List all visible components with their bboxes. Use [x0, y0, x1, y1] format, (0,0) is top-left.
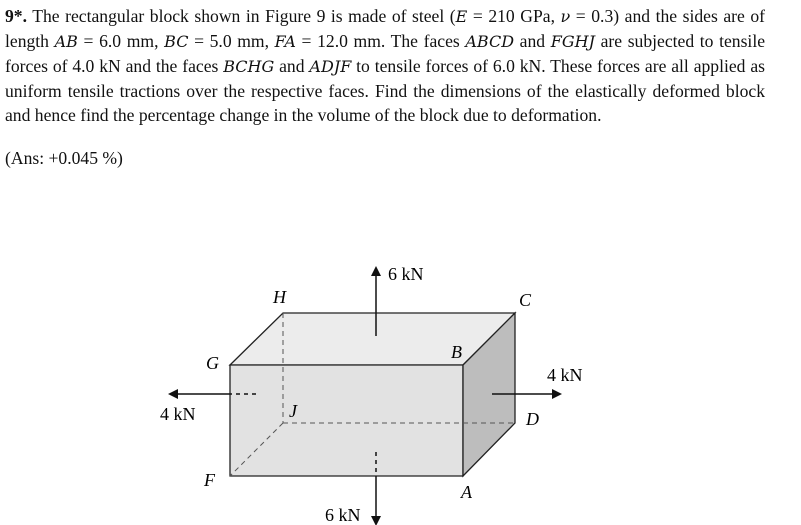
symbol-ABCD: ABCD: [465, 32, 515, 51]
vertex-label-D: D: [525, 409, 539, 429]
vertex-label-G: G: [206, 353, 219, 373]
problem-text: to tensile forces of 6.0 kN. These force…: [5, 56, 765, 125]
vertex-label-A: A: [460, 482, 473, 502]
problem-text: are subjected to tensile forces of 4.0 k…: [5, 31, 766, 76]
force-label-right: 4 kN: [547, 365, 583, 385]
vertex-label-H: H: [272, 287, 287, 307]
force-label-left: 4 kN: [160, 404, 196, 424]
problem-statement: 9*. The rectangular block shown in Figur…: [5, 4, 765, 127]
vertex-label-B: B: [451, 342, 462, 362]
problem-text: = 5.0 mm,: [188, 31, 275, 51]
front-face: [229, 364, 464, 477]
symbol-ADJF: ADJF: [309, 57, 352, 76]
problem-number: 9*.: [5, 6, 27, 26]
problem-text: The rectangular block shown in Figure 9 …: [27, 6, 456, 26]
problem-text: and: [514, 31, 551, 51]
force-label-top: 6 kN: [388, 264, 424, 284]
symbol-BCHG: BCHG: [223, 57, 275, 76]
force-label-bottom: 6 kN: [325, 505, 361, 525]
symbol-BC: BC: [164, 32, 189, 51]
answer-text: (Ans: +0.045 %): [5, 148, 123, 168]
vertex-label-J: J: [289, 401, 298, 421]
vertex-label-F: F: [203, 470, 216, 490]
symbol-FA: FA: [274, 32, 296, 51]
vertex-label-C: C: [519, 290, 532, 310]
hidden-edge: [229, 422, 284, 477]
symbol-E: E: [455, 7, 468, 26]
problem-text: = 210 GPa,: [467, 6, 561, 26]
symbol-AB: AB: [54, 32, 78, 51]
problem-text: = 12.0 mm. The faces: [295, 31, 466, 51]
problem-text: = 0.3) and the sides are of length: [5, 6, 766, 51]
symbol-nu: ν: [560, 7, 571, 26]
problem-text: and: [274, 56, 310, 76]
problem-text: = 6.0 mm,: [77, 31, 165, 51]
symbol-FGHJ: FGHJ: [550, 32, 595, 51]
side-face: [462, 311, 516, 478]
